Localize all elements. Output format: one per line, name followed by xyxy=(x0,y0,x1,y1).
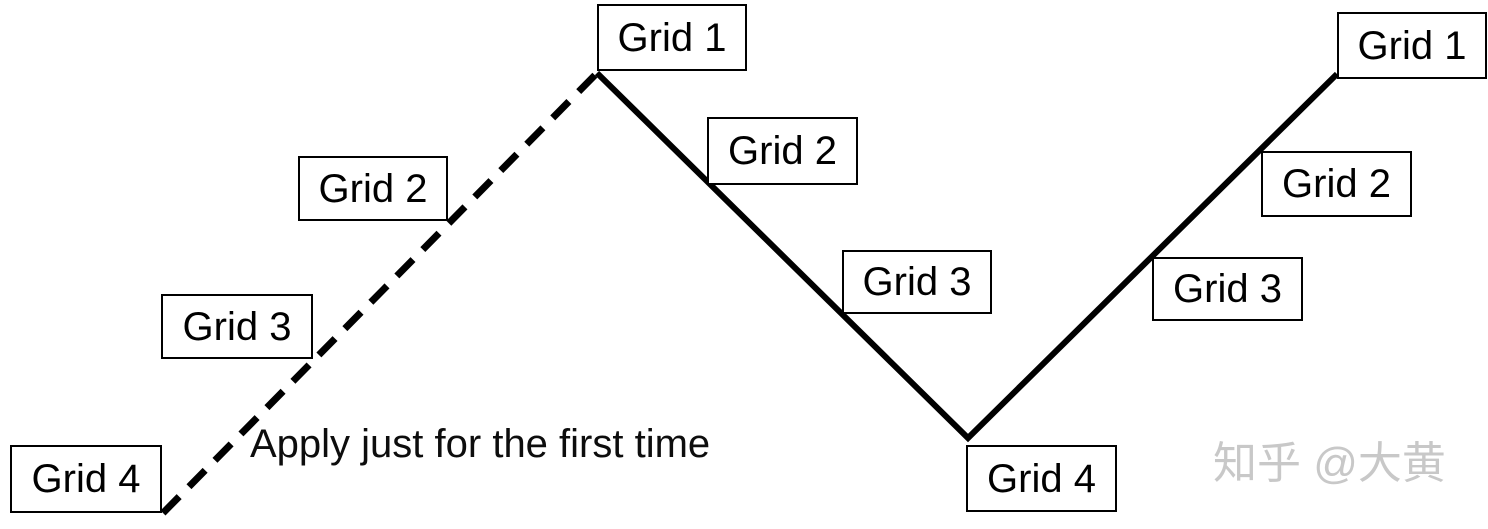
grid4-center-label-box: Grid 4 xyxy=(966,445,1117,512)
dashed-uptrend-line xyxy=(160,70,600,516)
grid2-center-label-box: Grid 2 xyxy=(707,117,858,185)
grid3-center-label-box: Grid 3 xyxy=(842,250,992,314)
grid2-left-label-box: Grid 2 xyxy=(298,156,448,221)
solid-price-path xyxy=(594,70,1340,443)
grid2-right-label-box: Grid 2 xyxy=(1261,151,1412,217)
grid3-right-label-box: Grid 3 xyxy=(1152,257,1303,321)
grid3-left-label-box: Grid 3 xyxy=(161,294,313,359)
watermark-text: 知乎 @大黄 xyxy=(1213,439,1446,488)
annotation-text: Apply just for the first time xyxy=(250,422,711,466)
grid1-center-label-box: Grid 1 xyxy=(597,4,747,71)
grid4-left-label-box: Grid 4 xyxy=(10,445,162,513)
grid1-right-label-box: Grid 1 xyxy=(1337,12,1487,79)
